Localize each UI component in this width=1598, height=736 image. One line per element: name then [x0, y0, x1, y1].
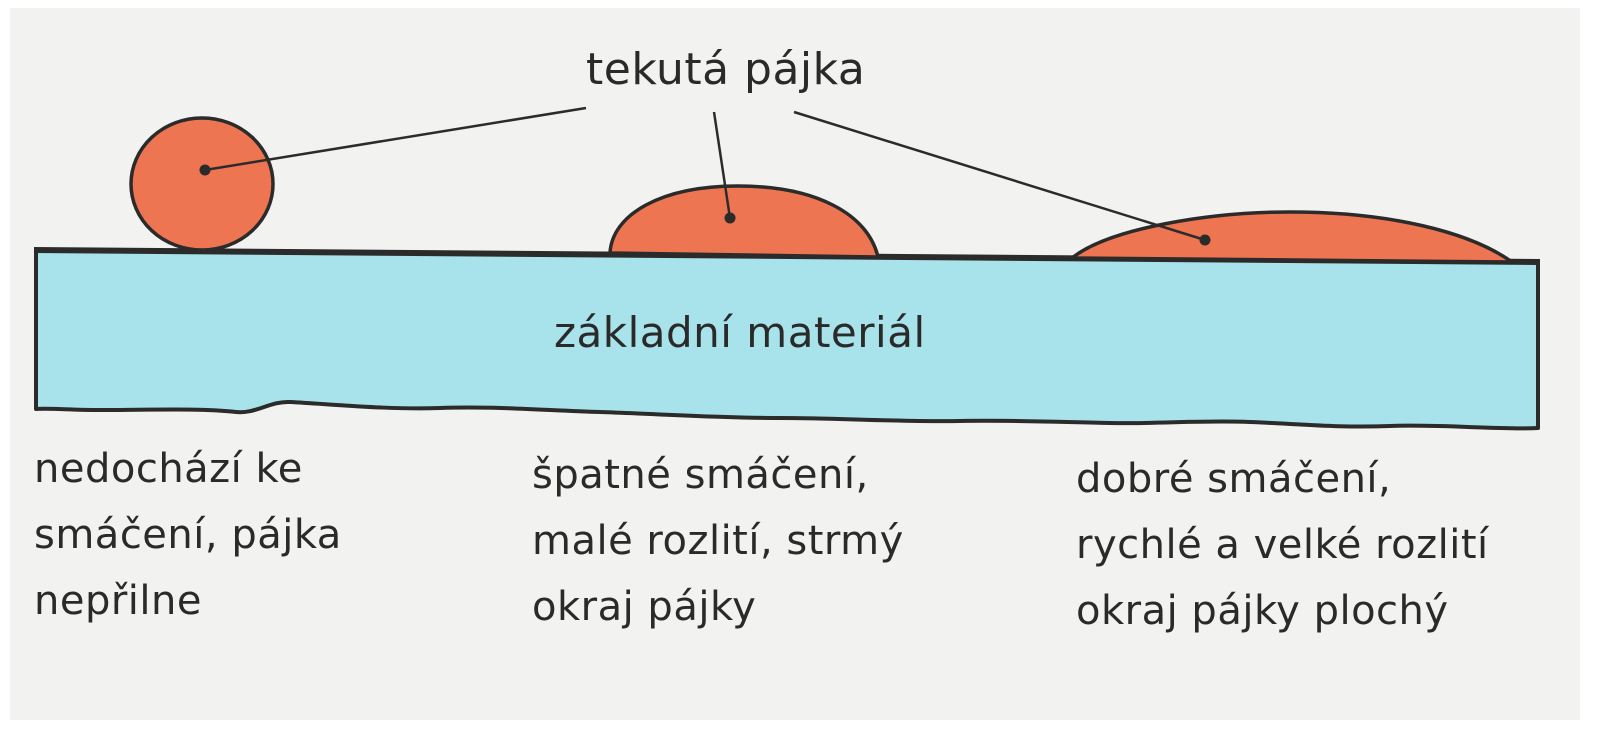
caption-line: okraj pájky [532, 574, 904, 640]
caption-line: okraj pájky plochý [1076, 578, 1489, 644]
leader-dot-2 [725, 213, 736, 224]
caption-line: smáčení, pájka [34, 502, 342, 568]
caption-line: rychlé a velké rozlití [1076, 512, 1489, 578]
caption-line: nepřilne [34, 568, 342, 634]
caption-line: dobré smáčení, [1076, 446, 1489, 512]
caption-line: špatné smáčení, [532, 442, 904, 508]
caption-poor-wetting: špatné smáčení, malé rozlití, strmý okra… [532, 442, 904, 640]
caption-line: nedochází ke [34, 436, 342, 502]
caption-line: malé rozlití, strmý [532, 508, 904, 574]
liquid-solder-label: tekutá pájka [586, 44, 865, 95]
leader-dot-3 [1200, 235, 1211, 246]
base-material-label: základní materiál [554, 308, 926, 357]
leader-dot-1 [200, 165, 211, 176]
caption-good-wetting: dobré smáčení, rychlé a velké rozlití ok… [1076, 446, 1489, 644]
solder-drop-non-wetting [131, 118, 273, 250]
caption-non-wetting: nedochází ke smáčení, pájka nepřilne [34, 436, 342, 634]
